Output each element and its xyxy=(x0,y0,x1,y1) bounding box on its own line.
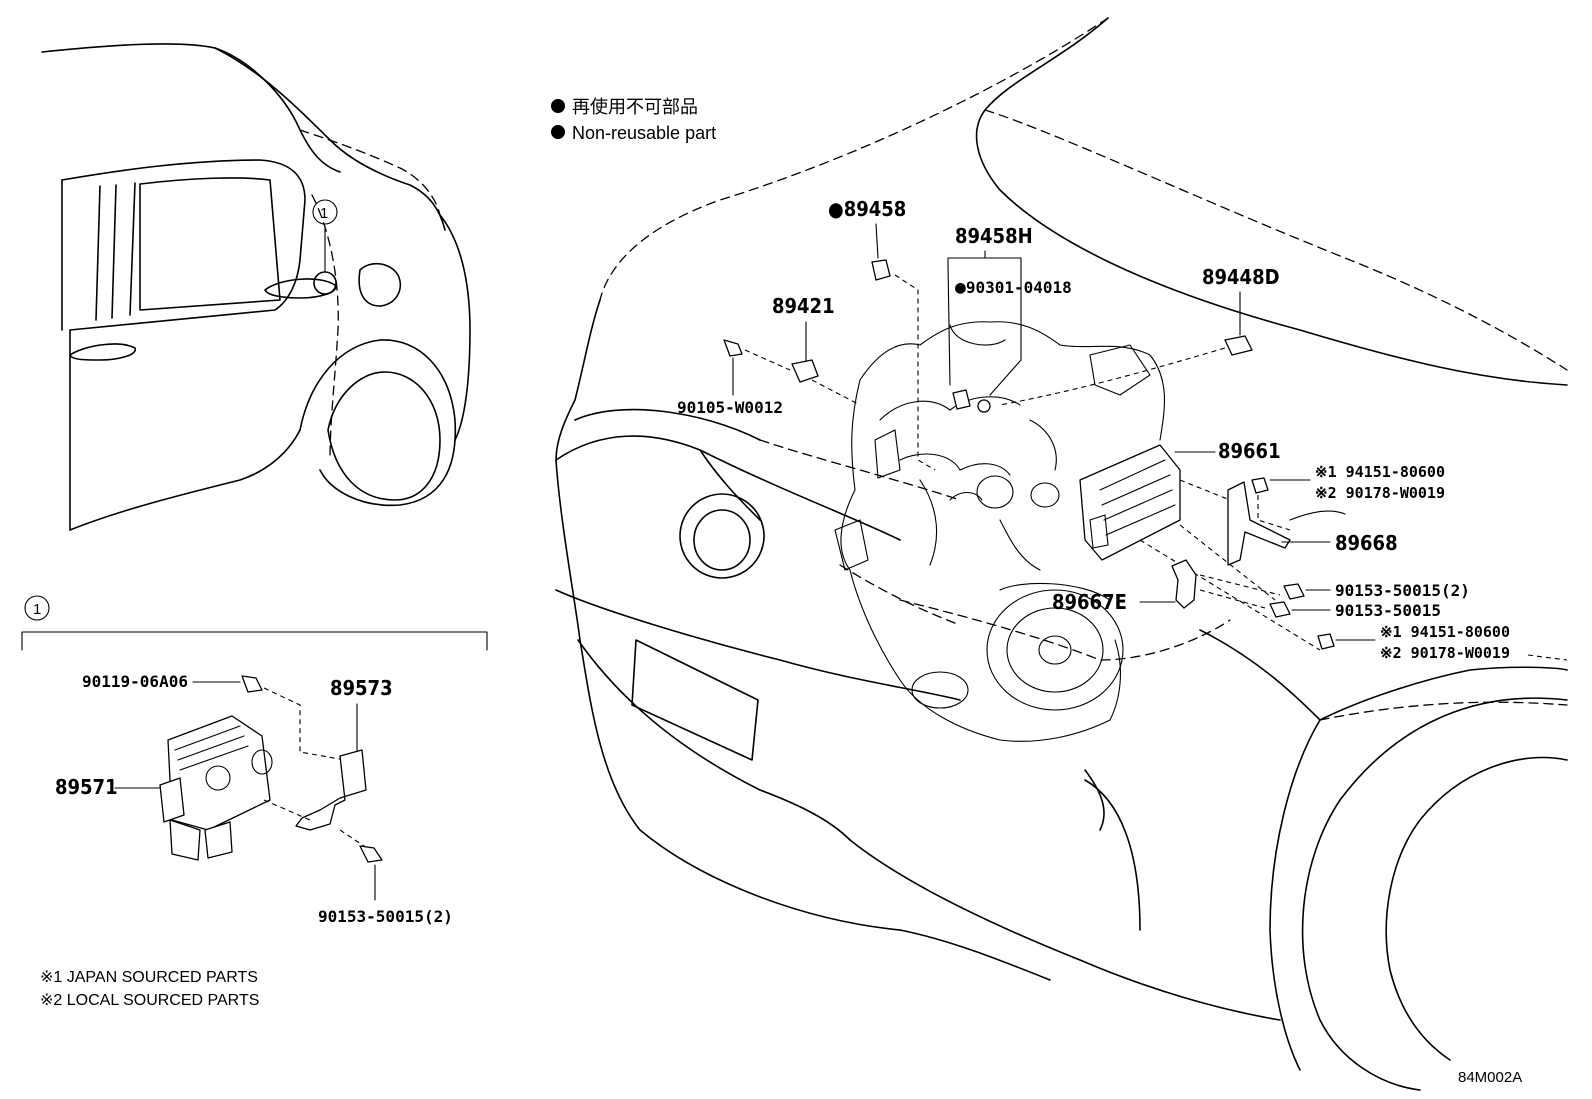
bolt-90153 xyxy=(1269,601,1291,618)
label-89573: 89573 xyxy=(330,676,393,700)
bracket-89667E xyxy=(1171,559,1197,609)
module-89571 xyxy=(159,715,273,861)
rear-car-illustration: 1 xyxy=(41,43,471,531)
label-89571: 89571 xyxy=(55,775,118,799)
bolt-90105 xyxy=(723,339,743,357)
bracket-89573 xyxy=(295,749,367,831)
label-90178-W0019-b: ※2 90178-W0019 xyxy=(1380,644,1510,662)
label-90153-50015-2b: 90153-50015(2) xyxy=(318,907,453,926)
label-89667E: 89667E xyxy=(1052,590,1127,614)
label-94151-80600-b: ※1 94151-80600 xyxy=(1380,623,1510,641)
label-90178-W0019-a: ※2 90178-W0019 xyxy=(1315,484,1445,502)
non-reusable-dot-icon: ● xyxy=(955,277,966,298)
nut-94151-a xyxy=(1251,477,1269,494)
callout-marker-1: 1 xyxy=(320,205,328,222)
note-japan-sourced: ※1 JAPAN SOURCED PARTS xyxy=(40,969,258,986)
sensor-89458H xyxy=(952,389,971,410)
label-90105-W0012: 90105-W0012 xyxy=(677,398,783,417)
non-reusable-dot-icon xyxy=(551,99,565,113)
bolt-90153-2b xyxy=(359,845,383,863)
note-local-sourced: ※2 LOCAL SOURCED PARTS xyxy=(40,992,259,1009)
label-90153-50015-2a: 90153-50015(2) xyxy=(1335,581,1470,600)
label-89421: 89421 xyxy=(772,294,835,318)
bracket-89421 xyxy=(791,359,819,383)
bolt-90119 xyxy=(241,675,263,693)
label-89668: 89668 xyxy=(1335,531,1398,555)
label-90119-06A06: 90119-06A06 xyxy=(82,672,188,691)
front-car-illustration xyxy=(555,17,1568,1091)
legend-non-reusable-en: Non-reusable part xyxy=(572,123,716,143)
bolt-90153-2a xyxy=(1283,583,1305,600)
bracket-89668 xyxy=(1227,481,1291,566)
drawing-code: 84M002A xyxy=(1458,1069,1522,1086)
label-90153-50015: 90153-50015 xyxy=(1335,601,1441,620)
label-89458: ●89458 xyxy=(828,197,906,221)
label-94151-80600-a: ※1 94151-80600 xyxy=(1315,463,1445,481)
legend-non-reusable-jp: 再使用不可部品 xyxy=(572,97,698,117)
label-89458H: 89458H xyxy=(955,224,1033,248)
legend: 再使用不可部品 Non-reusable part xyxy=(551,97,716,143)
sensor-89448D xyxy=(1224,335,1253,356)
non-reusable-dot-icon xyxy=(551,125,565,139)
label-90301-04018: ●90301-04018 xyxy=(955,277,1072,298)
detail-1-marker: 1 xyxy=(33,601,41,618)
o-ring-90301 xyxy=(977,399,991,413)
detail-1: 1 90119-06A06 89573 89571 90153-50015(2) xyxy=(21,595,488,926)
ecu-89661 xyxy=(1079,444,1181,561)
front-parts: ●89458 89458H ●90301-04018 89448D 89421 … xyxy=(677,197,1568,662)
non-reusable-dot-icon: ● xyxy=(828,197,844,221)
engine-assembly xyxy=(834,321,1165,742)
sensor-89458 xyxy=(871,259,891,281)
label-89661: 89661 xyxy=(1218,439,1281,463)
nut-94151-b xyxy=(1317,633,1335,650)
label-89448D: 89448D xyxy=(1202,265,1280,289)
